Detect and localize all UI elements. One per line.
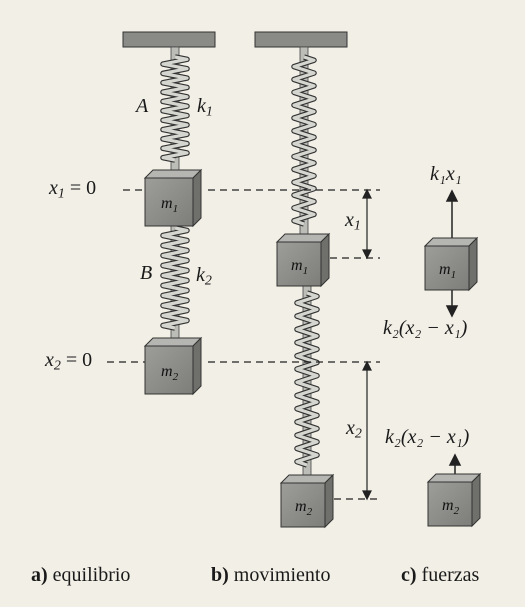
block-m1-equilibrium: m1 — [143, 168, 203, 228]
force-label-up-m2: k₂(x₂ − x₁) — [385, 426, 470, 448]
block-m1-equilibrium-label: m1 — [161, 195, 178, 215]
block-m1-forces: m1 — [423, 236, 479, 292]
force-label-down-m1: k₂(x₂ − x₁) — [383, 317, 468, 339]
block-m2-moving-label: m2 — [295, 498, 313, 518]
caption-b: b) movimiento — [211, 564, 331, 586]
spring-point-b-label: B — [140, 262, 153, 284]
ceiling-b — [254, 31, 348, 48]
spring-point-a-label: A — [136, 95, 149, 117]
caption-a: a) equilibrio — [31, 564, 131, 586]
block-m1-forces-label: m1 — [439, 261, 456, 281]
block-m2-moving: m2 — [279, 473, 335, 529]
x1-equilibrium-label: x1 = 0 — [49, 177, 97, 202]
block-m2-forces-label: m2 — [442, 497, 460, 517]
x2-displacement-label: x2 — [346, 417, 362, 442]
x1-displacement-label: x1 — [345, 209, 361, 234]
x2-equilibrium-label: x2 = 0 — [45, 349, 93, 374]
spring-k1-equilibrium — [160, 46, 190, 171]
block-m1-moving-label: m1 — [291, 257, 308, 277]
block-m2-equilibrium-label: m2 — [161, 363, 179, 383]
force-label-up-m1: k₁x₁ — [430, 163, 462, 185]
spring-constant-k1-label: k1 — [197, 95, 213, 120]
block-m1-moving: m1 — [275, 232, 331, 288]
spring-constant-k2-label: k2 — [196, 264, 212, 289]
block-m2-forces: m2 — [426, 472, 482, 528]
spring-k1-moving — [291, 46, 317, 235]
caption-c: c) fuerzas — [401, 564, 480, 586]
ceiling-a — [122, 31, 216, 48]
block-m2-equilibrium: m2 — [143, 336, 203, 396]
spring-k2-moving — [294, 282, 320, 476]
spring-k2-equilibrium — [160, 217, 190, 339]
